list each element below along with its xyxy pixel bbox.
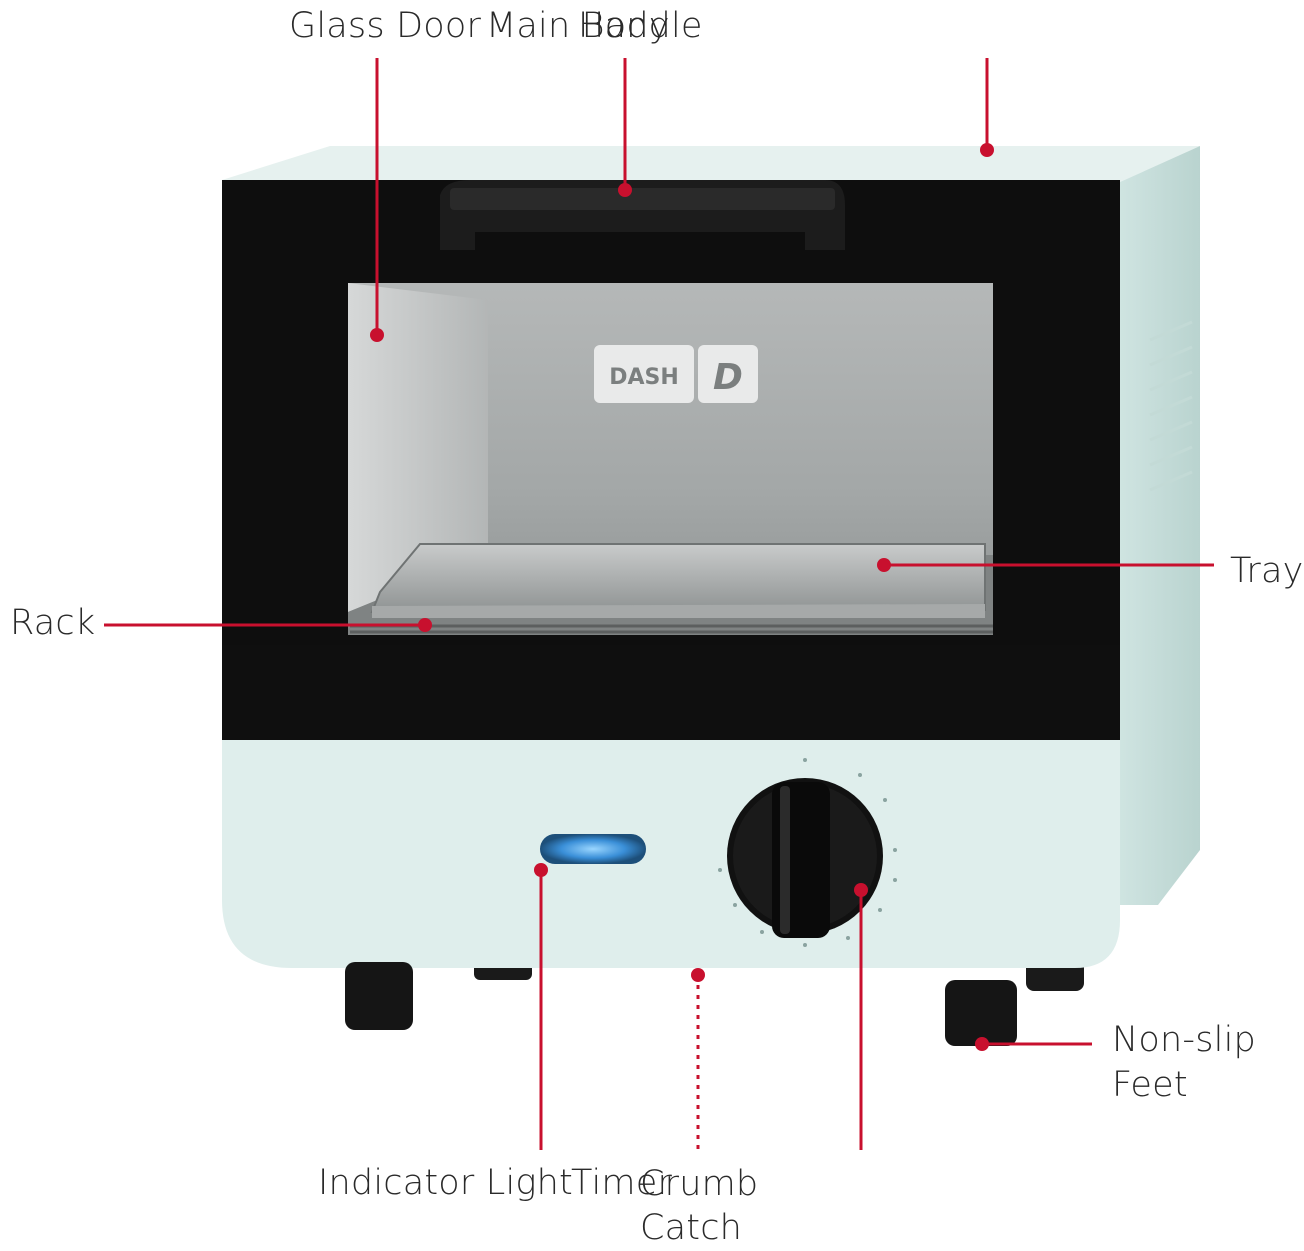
front-foot-right: [945, 980, 1017, 1046]
indicator-light-icon: [540, 834, 646, 864]
label-main-body: Main Body: [486, 6, 670, 46]
label-handle: Handle: [578, 6, 703, 46]
dash-logo: DASH D: [594, 345, 758, 403]
label-crumb-catch-line2: Catch: [640, 1208, 743, 1248]
side-vents: [1149, 320, 1193, 492]
interior-left-wall: [348, 283, 488, 612]
label-crumb-catch: Crumb Catch: [640, 1162, 770, 1250]
label-non-slip-feet-line1: Non-slip: [1112, 1020, 1256, 1060]
label-timer: Timer: [571, 1163, 673, 1203]
oven-front-panel: [222, 720, 1120, 968]
label-glass-door: Glass Door: [289, 6, 482, 46]
tray: [370, 543, 986, 614]
rack: [350, 624, 993, 634]
tray-lip: [372, 604, 985, 618]
svg-text:D: D: [713, 357, 743, 398]
label-crumb-catch-line1: Crumb: [640, 1164, 759, 1204]
svg-text:DASH: DASH: [609, 365, 679, 390]
door-handle-grip: [450, 188, 835, 210]
callout-lines: [104, 58, 1214, 1150]
label-indicator-light: Indicator Light: [318, 1163, 573, 1203]
callout-dots: [370, 143, 994, 1051]
timer-knob-icon: [727, 778, 883, 938]
timer-dial-marks: [718, 758, 897, 947]
label-tray: Tray: [1230, 551, 1304, 591]
label-non-slip-feet-line2: Feet: [1112, 1065, 1188, 1105]
oven-side: [1120, 146, 1200, 905]
label-non-slip-feet: Non-slip Feet: [1112, 1018, 1256, 1108]
front-foot-left: [345, 962, 413, 1030]
door-bottom-trim: [222, 645, 1120, 740]
label-rack: Rack: [10, 603, 96, 643]
oven-top: [222, 146, 1200, 182]
